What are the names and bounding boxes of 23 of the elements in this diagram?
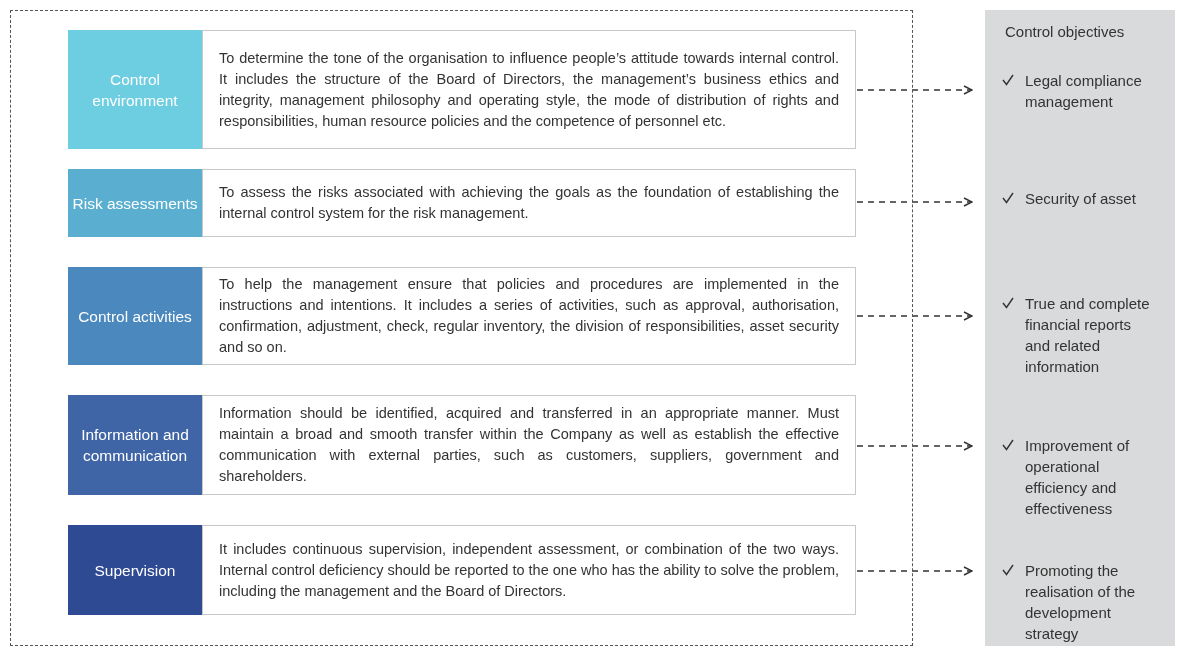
description-box: It includes continuous supervision, independent assessment, or combination of the two ways. Internal control deficiency should be reported to the one who has the ability to solve the problem, including the management and the Board of Directors.	[202, 525, 856, 615]
dashed-arrow	[856, 85, 973, 95]
description-box: To determine the tone of the organisation to influence people’s attitude towards internal control. It includes the structure of the Board of Directors, the management’s business ethics and integrity, management philosophy and operating style, the mode of distribution of rights and responsibilities, human resource policies and the competence of personnel etc.	[202, 30, 856, 149]
component-label: Risk assessments	[68, 169, 202, 237]
description-box: To help the management ensure that policies and procedures are implemented in the instructions and intentions. It includes a series of activities, such as approval, authorisation, confirmation, adjustment, check, regular inventory, the division of responsibilities, asset security and so on.	[202, 267, 856, 365]
component-label: Control environment	[68, 30, 202, 149]
description-box: To assess the risks associated with achieving the goals as the foundation of establishing the internal control system for the risk management.	[202, 169, 856, 237]
component-label: Control activities	[68, 267, 202, 365]
dashed-arrow	[856, 566, 973, 576]
component-label: Information and communication	[68, 395, 202, 495]
dashed-frame	[10, 10, 913, 646]
dashed-arrow	[856, 197, 973, 207]
dashed-arrow	[856, 311, 973, 321]
objective-text: Legal compliance management	[1025, 71, 1143, 112]
objective-text: Improvement of operational efficiency and effectiveness	[1025, 436, 1131, 519]
objectives-panel	[985, 10, 1175, 646]
dashed-arrow	[856, 441, 973, 451]
panel-heading: Control objectives	[1005, 23, 1125, 40]
objective-text: Security of asset	[1025, 189, 1136, 209]
objective-text: True and complete financial reports and related information	[1025, 294, 1151, 377]
description-box: Information should be identified, acquired and transferred in an appropriate manner. Must maintain a broad and smooth transfer within the Company as well as establish the effective communication with external parties, such as customers, suppliers, government and shareholders.	[202, 395, 856, 495]
objective-text: Promoting the realisation of the development strategy	[1025, 561, 1137, 644]
component-label: Supervision	[68, 525, 202, 615]
